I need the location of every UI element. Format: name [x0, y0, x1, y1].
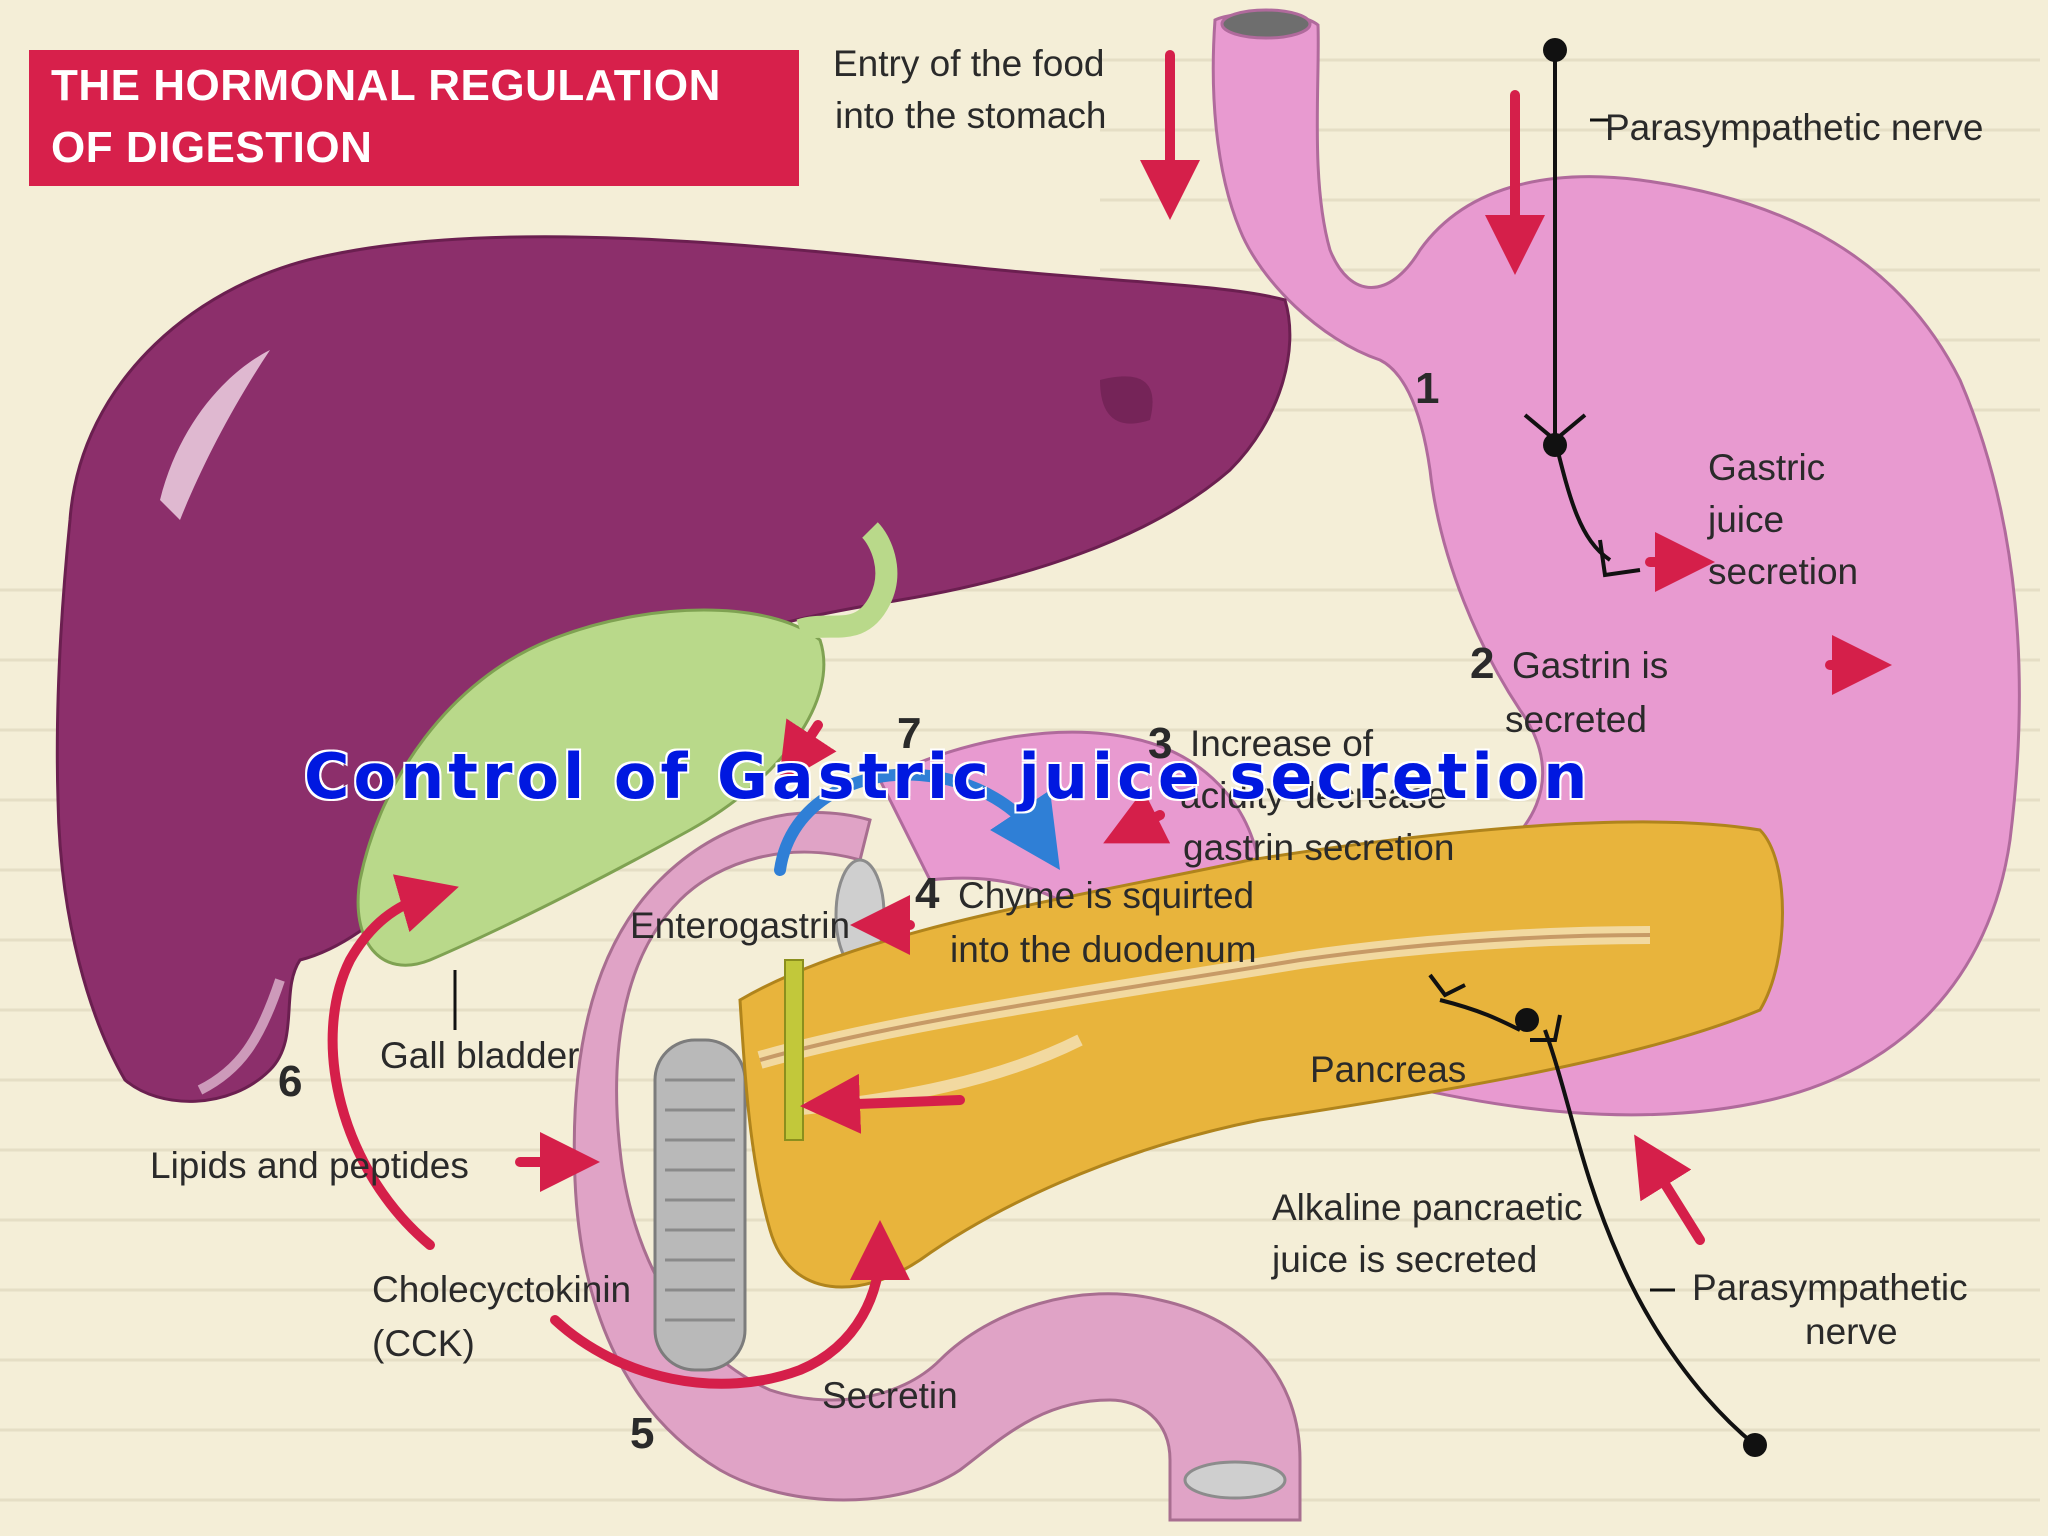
label-gastric-3: secretion	[1708, 551, 1859, 592]
label-gastric-1: Gastric	[1708, 447, 1826, 488]
nerve-node-pancreas	[1515, 1008, 1539, 1032]
label-lipids: Lipids and peptides	[150, 1145, 469, 1186]
nerve-node-top	[1543, 38, 1567, 62]
step-number-2: 2	[1470, 639, 1495, 688]
label-acidity-2: acidity decrease	[1180, 775, 1448, 816]
overlay-caption: Control of Gastric juice secretion	[304, 740, 1592, 813]
red-arrow-icon	[327, 50, 1892, 1389]
step-number-5: 5	[630, 1409, 655, 1458]
nerve-node-bottom	[1743, 1433, 1767, 1457]
blue-arrow-icon	[774, 768, 1060, 876]
label-secretin: Secretin	[822, 1375, 958, 1416]
label-parasympathetic-top: Parasympathetic nerve	[1605, 107, 1984, 148]
gall-bladder-shape	[356, 608, 826, 967]
label-parasympathetic-bottom-1: Parasympathetic	[1692, 1267, 1968, 1308]
title-line-2: OF DIGESTION	[51, 123, 373, 172]
step-number-1: 1	[1415, 364, 1440, 413]
label-alkaline-2: juice is secreted	[1272, 1239, 1538, 1280]
stomach	[1211, 11, 2021, 1117]
label-enterogastrin: Enterogastrin	[630, 905, 851, 946]
label-cck-1: Cholecyctokinin	[372, 1269, 632, 1310]
nerve-node-mid	[1543, 433, 1567, 457]
label-gastrin-2: secreted	[1505, 699, 1647, 740]
step-number-6: 6	[278, 1057, 303, 1106]
label-acidity-3: gastrin secretion	[1183, 827, 1455, 868]
nerve-line-icon	[1428, 50, 1757, 1447]
label-cck-2: (CCK)	[372, 1323, 475, 1364]
step-number-3: 3	[1148, 719, 1173, 768]
title-line-1: THE HORMONAL REGULATION	[51, 61, 721, 110]
label-pancreas: Pancreas	[1310, 1049, 1467, 1090]
label-chyme-2: into the duodenum	[950, 929, 1257, 970]
label-gastric-2: juice	[1708, 499, 1785, 540]
step-number-7: 7	[897, 709, 922, 758]
label-acidity-1: Increase of	[1190, 723, 1374, 764]
label-chyme-1: Chyme is squirted	[958, 875, 1255, 916]
title-box: THE HORMONAL REGULATION OF DIGESTION	[29, 50, 799, 186]
label-gall-bladder: Gall bladder	[380, 1035, 580, 1076]
label-entry-food-1: Entry of the food	[833, 43, 1105, 84]
label-alkaline-1: Alkaline pancraetic	[1272, 1187, 1583, 1228]
label-entry-food-2: into the stomach	[835, 95, 1107, 136]
step-number-4: 4	[915, 869, 940, 918]
label-parasympathetic-bottom-2: nerve	[1805, 1311, 1898, 1352]
label-gastrin-1: Gastrin is	[1512, 645, 1669, 686]
